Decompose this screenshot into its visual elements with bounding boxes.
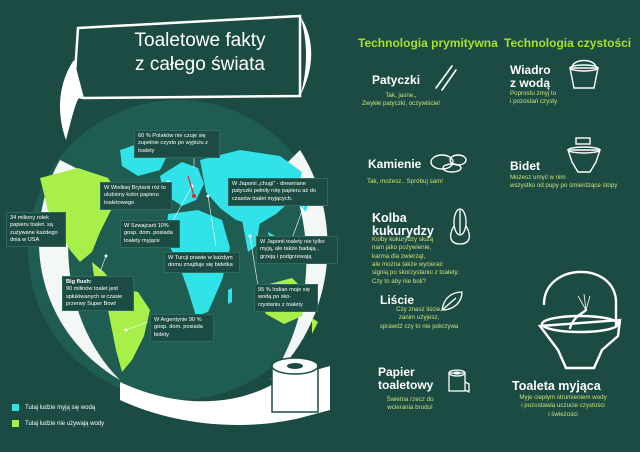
corn-title: Kolba kukurydzy xyxy=(372,211,434,239)
paper-text: Świetna rzecz do wcierania brudu! xyxy=(386,396,434,412)
legend-no-water: Tutaj ludzie nie używają wody xyxy=(12,420,104,427)
fact-argentina: W Argentynie 90 % gosp. dom. posiada bid… xyxy=(150,314,214,342)
fact-bigflush-text: 90 milinów toalet jest spłukiwanych w cz… xyxy=(66,286,123,307)
globe-swoosh-right xyxy=(270,150,328,380)
stones-text: Tak, możesz.. Spróbuj sam! xyxy=(367,178,443,185)
column-primitive-heading: Technologia prymitywna xyxy=(358,36,498,50)
bidet-icon xyxy=(567,137,601,173)
fact-usa: 34 miliony rolek papieru toalet. są zuży… xyxy=(6,212,66,248)
sticks-icon xyxy=(435,65,457,91)
page-title-line1: Toaletowe fakty xyxy=(134,30,266,51)
toilet-roll-icon xyxy=(271,357,319,413)
page-title-line2: z całego świata xyxy=(135,54,265,75)
paper-title: Papier toaletowy xyxy=(378,365,434,392)
fact-japan-wash: W Japonii toalety nie tylko myją, ale ta… xyxy=(256,236,338,264)
washlet-text: Myje ciepłym strumieniem wody i pozostaw… xyxy=(519,394,607,418)
madagascar-shape xyxy=(228,288,232,304)
bucket-title: Wiadro z wodą xyxy=(510,63,551,90)
washlet-icon xyxy=(537,270,622,370)
sticks-text: Tak, jasne., Zwykłe patyczki, oczywiście… xyxy=(361,92,441,108)
bucket-text: Poprostu zmyj to i pozostań czysty xyxy=(510,90,558,106)
fact-switzerland: W Szwajcarii 10% gosp. dom. posiada toal… xyxy=(120,220,180,248)
corn-text: Kolby kukurydzy służą nam jako pożywieni… xyxy=(372,236,459,285)
legend-water: Tutaj ludzie myją się wodą xyxy=(12,404,95,411)
stones-icon xyxy=(430,154,467,173)
fact-turkey: W Turcji prawie w każdym domu znajduje s… xyxy=(164,252,240,273)
banner-curl-left xyxy=(60,60,84,140)
leaves-title: Liście xyxy=(380,293,415,307)
stones-title: Kamienie xyxy=(368,157,422,171)
legend-cyan-swatch xyxy=(12,404,19,411)
fact-japan-chugi: W Japonii „chugi” - drewniane patyczki p… xyxy=(228,178,328,206)
fact-bigflush: Big flush: 90 milinów toalet jest spłuki… xyxy=(62,276,134,312)
leaves-text: Czy znasz liście, zanim użyjesz, sprawdź… xyxy=(379,306,459,330)
fact-britain: W Wielkiej Brytanii róż to ulubiony kolo… xyxy=(100,182,172,210)
fact-poland: 60 % Polaków nie czuje się zupełnie czys… xyxy=(134,130,220,158)
column-clean-heading: Technologia czystości xyxy=(504,36,632,50)
legend-water-label: Tutaj ludzie myją się wodą xyxy=(25,404,96,411)
banner-curl-right xyxy=(300,16,312,96)
leaf-icon xyxy=(441,291,463,311)
corn-icon xyxy=(449,208,471,245)
washlet-title: Toaleta myjąca xyxy=(512,379,601,393)
bucket-icon xyxy=(569,59,599,89)
sticks-title: Patyczki xyxy=(372,73,421,87)
poland-marker-dot xyxy=(192,194,196,198)
toilet-paper-icon xyxy=(448,369,470,394)
bidet-title: Bidet xyxy=(510,159,540,173)
legend-no-water-label: Tutaj ludzie nie używają wody xyxy=(25,420,105,427)
new-zealand-shape xyxy=(312,318,318,334)
poland-marker-line xyxy=(187,175,195,197)
bidet-text: Możesz umyć w nim wszystko od pupy po śm… xyxy=(510,174,618,190)
fact-bigflush-title: Big flush: xyxy=(66,279,92,285)
legend-green-swatch xyxy=(12,420,19,427)
fact-india: 95 % Indian moje się wodą po sko- rzysta… xyxy=(254,284,318,312)
